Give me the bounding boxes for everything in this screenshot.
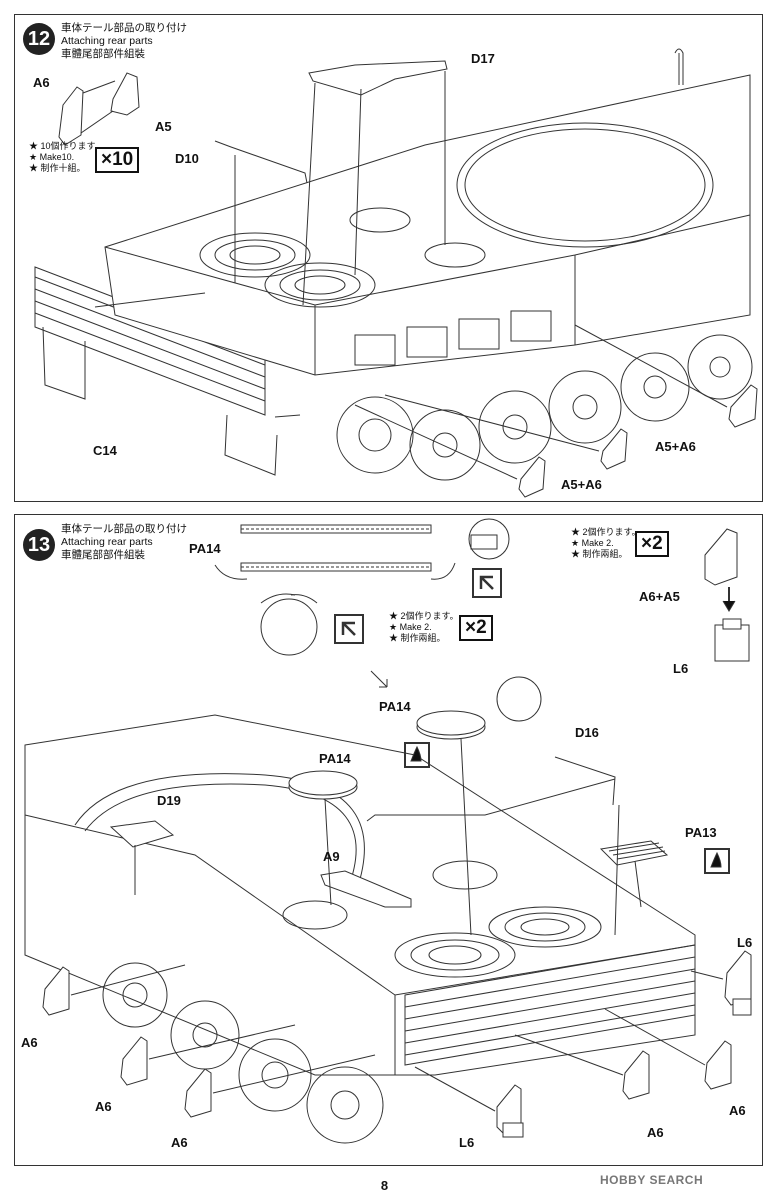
make-count-note-b: ★ 2個作ります。 ★ Make 2. ★ 制作兩組。 [389,611,459,644]
label-l6-right: L6 [737,935,753,950]
step-titles: 車体テール部品の取り付け Attaching rear parts 車體尾部部件… [61,22,187,61]
label-c14: C14 [93,443,117,458]
step-13-drawing [24,518,752,1144]
title-en: Attaching rear parts [61,536,153,548]
multiplier-badge-b: ×2 [459,615,493,641]
step-12-drawing [34,48,758,498]
label-a9: A9 [323,849,340,864]
note-cn: ★ 制作兩組。 [389,633,446,643]
note-en: ★ Make 2. [389,622,432,632]
title-jp: 車体テール部品の取り付け [61,22,187,34]
label-a5-a6-right: A5+A6 [655,439,696,454]
label-l6-top: L6 [673,661,689,676]
label-a6-a5: A6+A5 [639,589,680,604]
label-d10: D10 [175,151,199,166]
note-jp: ★ 2個作ります。 [389,611,459,621]
step-number: 13 [23,529,55,561]
note-cn: ★ 制作十組。 [29,163,86,173]
label-d17: D17 [471,51,495,66]
step-number: 12 [23,23,55,55]
title-cn: 車體尾部部件組裝 [61,48,145,60]
label-a6: A6 [33,75,50,90]
label-a6-4: A6 [647,1125,664,1140]
step-13-panel: 13 車体テール部品の取り付け Attaching rear parts 車體尾… [14,514,763,1166]
multiplier-badge: ×10 [95,147,140,173]
step-titles: 車体テール部品の取り付け Attaching rear parts 車體尾部部件… [61,523,187,562]
page-number: 8 [380,1178,389,1193]
label-a6-1: A6 [21,1035,38,1050]
label-a5-a6-bottom: A5+A6 [561,477,602,492]
label-a6-3: A6 [171,1135,188,1150]
label-pa14-left: PA14 [319,751,351,766]
make-count-note: ★ 10個作ります。 ★ Make10. ★ 制作十組。 [29,141,104,174]
step-12-panel: 12 車体テール部品の取り付け Attaching rear parts 車體尾… [14,14,763,502]
note-en: ★ Make10. [29,152,75,162]
note-jp: ★ 10個作ります。 [29,141,104,151]
label-a6-2: A6 [95,1099,112,1114]
label-pa14-mid: PA14 [379,699,411,714]
title-en: Attaching rear parts [61,35,153,47]
label-l6-bottom: L6 [459,1135,475,1150]
label-a6-5: A6 [729,1103,746,1118]
title-jp: 車体テール部品の取り付け [61,523,187,535]
label-pa13: PA13 [685,825,717,840]
label-a5: A5 [155,119,172,134]
note-cn: ★ 制作兩組。 [571,549,628,559]
note-jp: ★ 2個作ります。 [571,527,641,537]
label-d16: D16 [575,725,599,740]
note-en: ★ Make 2. [571,538,614,548]
make-count-note-a: ★ 2個作ります。 ★ Make 2. ★ 制作兩組。 [571,527,641,560]
label-pa14-top: PA14 [189,541,221,556]
title-cn: 車體尾部部件組裝 [61,549,145,561]
label-d19: D19 [157,793,181,808]
multiplier-badge-a: ×2 [635,531,669,557]
watermark: HOBBY SEARCH [600,1173,704,1187]
